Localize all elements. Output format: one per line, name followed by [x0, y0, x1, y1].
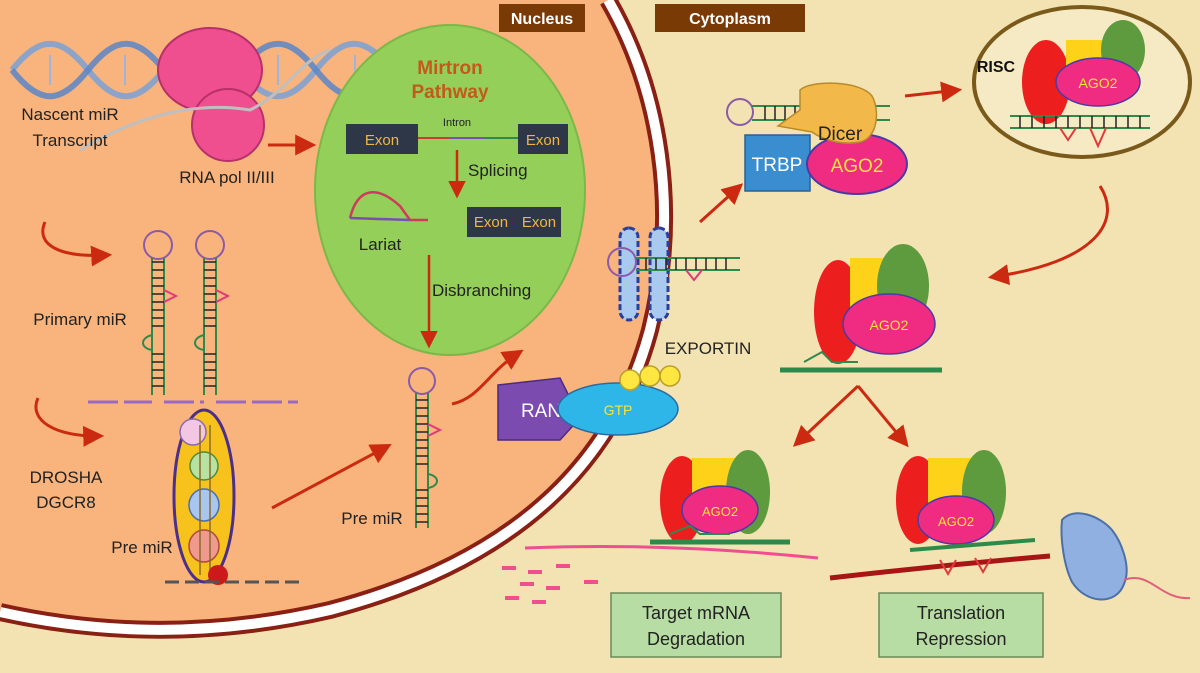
ran-label: RAN: [521, 401, 561, 422]
arrow-to-exportin: [451, 349, 524, 406]
svg-text:Exon: Exon: [474, 214, 508, 231]
svg-text:Target mRNA: Target mRNA: [642, 603, 750, 623]
svg-text:Repression: Repression: [915, 629, 1006, 649]
svg-text:Cytoplasm: Cytoplasm: [689, 11, 771, 28]
trbp-label: TRBP: [752, 155, 803, 176]
drosha-dgcr8-complex: [165, 408, 300, 585]
degradation-outcome-box: Target mRNA Degradation: [610, 592, 782, 658]
ago2-label-dicer: AGO2: [831, 156, 884, 177]
primary-mir-hairpins: [88, 230, 298, 404]
exon-exon-box: [467, 207, 561, 237]
splicing-label: Splicing: [468, 161, 528, 180]
intron-label: Intron: [443, 117, 471, 129]
arrow-to-dicer: [698, 183, 744, 224]
nuclear-membrane-inner: [0, 0, 670, 635]
lariat-icon: [348, 191, 428, 222]
ago2-label-risc: AGO2: [1079, 75, 1118, 91]
svg-text:Nucleus: Nucleus: [511, 11, 573, 28]
exportin-icon: [607, 226, 740, 322]
arrow-to-risc: [904, 81, 963, 103]
svg-text:Exon: Exon: [365, 132, 399, 149]
risc-label: RISC: [977, 59, 1016, 76]
ago2-target-complex: AGO2: [780, 244, 942, 373]
rna-polymerase-icon: [79, 27, 331, 162]
gtp-label: GTP: [604, 402, 633, 418]
drosha-label: DROSHA: [30, 468, 103, 487]
nascent-transcript-label: Nascent miR: [21, 105, 118, 124]
ran-gtp-complex: RAN GTP: [497, 365, 681, 441]
cytoplasm-label: Cytoplasm: [655, 4, 805, 32]
mirtron-title-2: Pathway: [411, 82, 489, 103]
arrow-to-pre-mir: [271, 444, 392, 510]
arrow-risc-to-target: [987, 185, 1109, 286]
lariat-label: Lariat: [359, 235, 402, 254]
repression-complex: AGO2: [829, 450, 1191, 601]
pre-mir-label-center: Pre miR: [341, 509, 402, 528]
arrow-to-degradation: [792, 384, 860, 447]
arrow-to-repression: [856, 385, 909, 448]
pre-mir-hairpin: [408, 367, 443, 528]
exon-box-left: [346, 124, 418, 154]
dicer-label: Dicer: [818, 124, 863, 145]
rna-pol-label: RNA pol II/III: [179, 168, 274, 187]
ago2-label-middle: AGO2: [870, 317, 909, 333]
exon-box-right: [518, 124, 568, 154]
dicer-complex: TRBP AGO2 Dicer: [726, 82, 908, 195]
mirtron-pathway: Mirtron Pathway Exon Intron Exon Splicin…: [314, 24, 586, 356]
ago2-label-repression: AGO2: [938, 514, 974, 529]
nascent-transcript-label-2: Transcript: [33, 131, 108, 150]
mirtron-title: Mirtron: [417, 58, 482, 79]
exportin-label: EXPORTIN: [665, 339, 752, 358]
ago2-label-degradation: AGO2: [702, 504, 738, 519]
svg-text:Degradation: Degradation: [647, 629, 745, 649]
arrow-to-primary: [41, 221, 113, 267]
svg-text:Exon: Exon: [522, 214, 556, 231]
nucleus-label: Nucleus: [499, 4, 585, 32]
arrow-to-drosha: [34, 397, 105, 447]
dgcr8-label: DGCR8: [36, 493, 96, 512]
svg-text:Exon: Exon: [526, 132, 560, 149]
disbranching-label: Disbranching: [432, 281, 531, 300]
degradation-complex: AGO2: [502, 450, 819, 604]
pre-mir-label-left: Pre miR: [111, 538, 172, 557]
svg-text:Translation: Translation: [917, 603, 1005, 623]
primary-mir-label: Primary miR: [33, 310, 127, 329]
risc-complex: RISC AGO2: [972, 5, 1192, 159]
ribosome-icon: [1060, 512, 1128, 601]
repression-outcome-box: Translation Repression: [878, 592, 1044, 658]
